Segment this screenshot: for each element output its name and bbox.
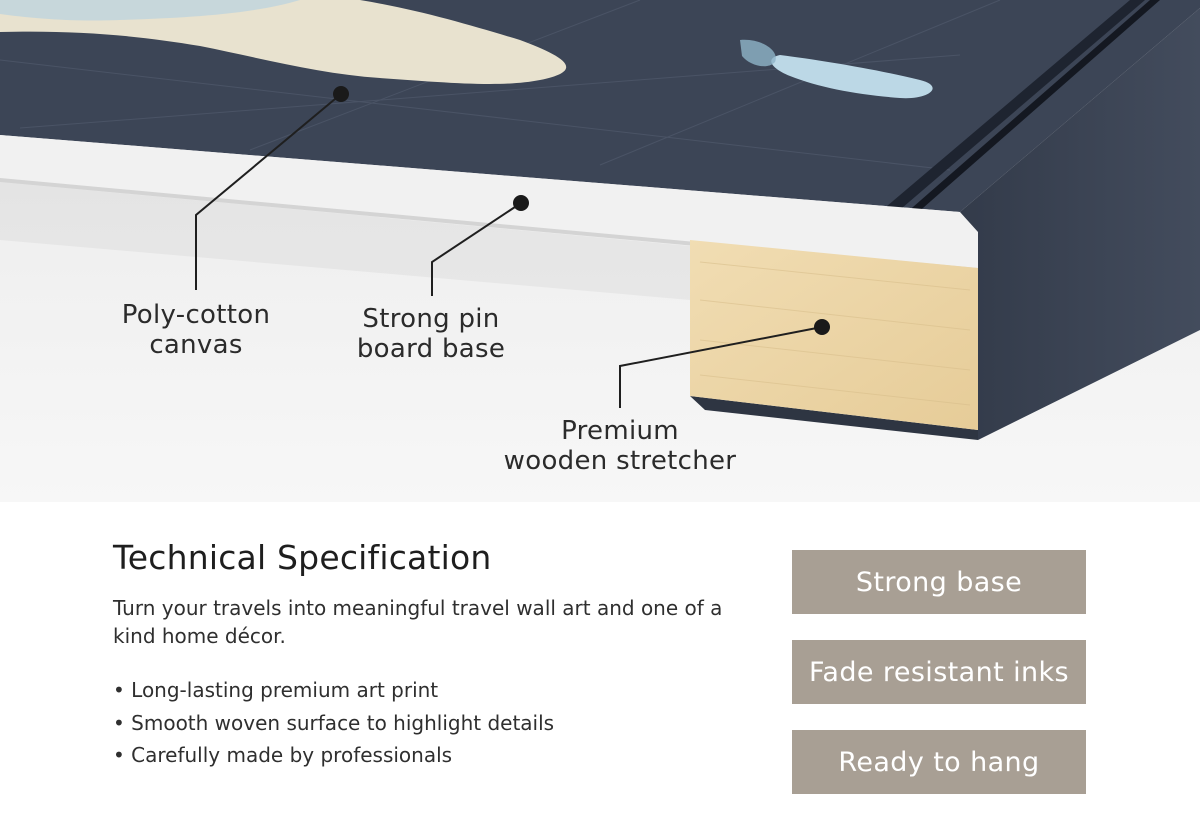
feature-item: Smooth woven surface to highlight detail…: [113, 707, 554, 740]
spec-title: Technical Specification: [113, 538, 492, 577]
callout-line-pin-board: [431, 202, 522, 296]
callout-pin-board-line2: board base: [356, 334, 506, 364]
continent-shape: [0, 0, 567, 84]
callout-line-stretcher: [619, 326, 823, 408]
spec-intro: Turn your travels into meaningful travel…: [113, 596, 723, 648]
feature-item: Long-lasting premium art print: [113, 674, 554, 707]
callout-canvas: Poly-cotton canvas: [96, 300, 296, 360]
feature-item: Carefully made by professionals: [113, 739, 554, 772]
badge-ready-to-hang: Ready to hang: [792, 730, 1086, 794]
callout-pin-board-line1: Strong pin: [362, 304, 500, 334]
callout-canvas-line1: Poly-cotton: [121, 300, 271, 330]
callout-line-canvas: [195, 93, 342, 290]
canvas-illustration: [0, 0, 1200, 502]
callout-pin-board: Strong pin board base: [326, 304, 536, 364]
product-cross-section-image: Poly-cotton canvas Strong pin board base…: [0, 0, 1200, 502]
callout-dot-stretcher: [814, 319, 830, 335]
wooden-stretcher-block: [690, 240, 978, 430]
callout-stretcher-line1: Premium: [561, 416, 679, 446]
badge-strong-base: Strong base: [792, 550, 1086, 614]
feature-list: Long-lasting premium art print Smooth wo…: [113, 674, 554, 772]
callout-canvas-line2: canvas: [149, 330, 243, 360]
island-shape: [771, 55, 933, 99]
callout-stretcher-line2: wooden stretcher: [503, 446, 737, 476]
canvas-side-wrap: [960, 8, 1200, 440]
badge-fade-resistant-inks: Fade resistant inks: [792, 640, 1086, 704]
technical-specification-section: Technical Specification Turn your travel…: [0, 502, 1200, 840]
callout-dot-canvas: [333, 86, 349, 102]
callout-dot-pin-board: [513, 195, 529, 211]
pin-board-edge: [0, 135, 978, 268]
callout-stretcher: Premium wooden stretcher: [490, 416, 750, 476]
